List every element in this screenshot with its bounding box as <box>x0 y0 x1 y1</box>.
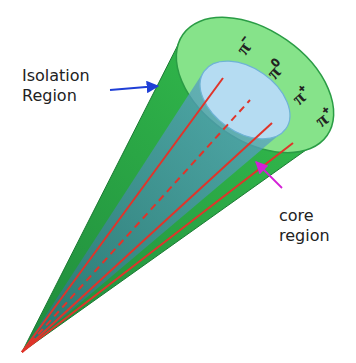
region-label: Isolation Region <box>22 66 108 106</box>
particle-label: π⁰ <box>261 56 290 85</box>
track-line <box>22 78 223 352</box>
particle-label: π⁻ <box>231 32 260 59</box>
leader-arrow <box>110 86 158 90</box>
particle-label: π⁺ <box>287 82 315 111</box>
track-line <box>22 143 293 352</box>
neutral-track-line <box>22 100 250 352</box>
core-face <box>186 45 305 155</box>
region-label: core region <box>279 206 349 246</box>
particle-label: π⁺ <box>310 104 338 133</box>
track-line <box>22 123 272 352</box>
leader-arrow <box>256 162 282 188</box>
